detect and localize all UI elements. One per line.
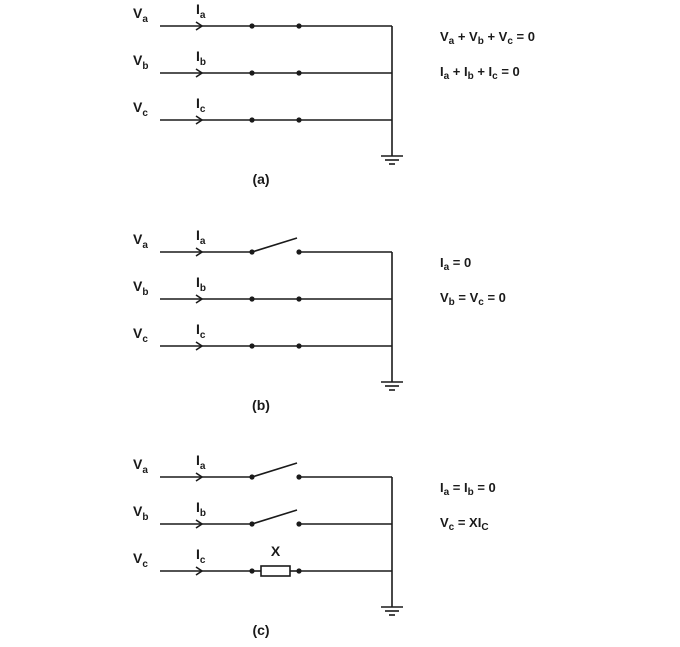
node-dot — [296, 249, 302, 255]
node-dot — [249, 343, 255, 349]
node-dot — [296, 117, 302, 123]
voltage-label-b: Vb — [133, 52, 148, 72]
line-a: Va Ia — [133, 452, 392, 482]
current-arrow-icon — [195, 68, 204, 78]
node-dot — [249, 249, 255, 255]
node-dot — [249, 23, 255, 29]
line-c: Vc Ic X — [133, 543, 392, 577]
open-switch-icon — [251, 462, 298, 478]
current-arrow-icon — [195, 472, 204, 482]
current-label-c: Ic — [196, 95, 206, 115]
current-arrow-icon — [195, 566, 204, 576]
current-arrow-icon — [195, 247, 204, 257]
panel-caption: (a) — [252, 171, 269, 187]
current-arrow-icon — [195, 115, 204, 125]
node-dot — [296, 568, 302, 574]
current-label-a: Ia — [196, 227, 206, 247]
node-dot — [296, 70, 302, 76]
voltage-label-c: Vc — [133, 550, 148, 570]
current-arrow-icon — [195, 294, 204, 304]
node-dot — [249, 474, 255, 480]
equation-1: Ia = Ib = 0 — [440, 480, 496, 498]
panel-caption: (c) — [252, 622, 269, 638]
node-dot — [296, 296, 302, 302]
voltage-label-a: Va — [133, 456, 148, 476]
node-dot — [249, 70, 255, 76]
node-dot — [296, 521, 302, 527]
node-dot — [249, 521, 255, 527]
node-dot — [249, 296, 255, 302]
current-label-b: Ib — [196, 274, 206, 294]
ground-icon — [381, 381, 403, 391]
line-b: Vb Ib — [133, 48, 392, 78]
current-label-a: Ia — [196, 1, 206, 21]
ground-icon — [381, 155, 403, 165]
open-switch-icon — [251, 509, 298, 525]
current-label-a: Ia — [196, 452, 206, 472]
node-dot — [296, 343, 302, 349]
current-arrow-icon — [195, 21, 204, 31]
current-label-b: Ib — [196, 48, 206, 68]
node-dot — [296, 474, 302, 480]
line-a: Va Ia — [133, 1, 392, 31]
voltage-label-c: Vc — [133, 99, 148, 119]
ground-icon — [381, 606, 403, 616]
voltage-label-b: Vb — [133, 278, 148, 298]
impedance-icon — [260, 565, 291, 577]
panel-caption: (b) — [252, 397, 270, 413]
current-label-c: Ic — [196, 321, 206, 341]
line-c: Vc Ic — [133, 95, 392, 125]
line-b: Vb Ib — [133, 499, 392, 529]
voltage-label-a: Va — [133, 231, 148, 251]
equation-2: Ia + Ib + Ic = 0 — [440, 64, 520, 82]
equation-1: Va + Vb + Vc = 0 — [440, 29, 535, 47]
current-label-b: Ib — [196, 499, 206, 519]
line-b: Vb Ib — [133, 274, 392, 304]
impedance-label: X — [271, 543, 281, 559]
voltage-label-b: Vb — [133, 503, 148, 523]
equation-2: Vb = Vc = 0 — [440, 290, 506, 308]
node-dot — [296, 23, 302, 29]
current-arrow-icon — [195, 519, 204, 529]
open-switch-icon — [251, 237, 298, 253]
voltage-label-c: Vc — [133, 325, 148, 345]
equation-2: Vc = XIC — [440, 515, 489, 533]
equation-1: Ia = 0 — [440, 255, 471, 273]
current-label-c: Ic — [196, 546, 206, 566]
node-dot — [249, 568, 255, 574]
voltage-label-a: Va — [133, 5, 148, 25]
line-c: Vc Ic — [133, 321, 392, 351]
line-a: Va Ia — [133, 227, 392, 257]
node-dot — [249, 117, 255, 123]
current-arrow-icon — [195, 341, 204, 351]
